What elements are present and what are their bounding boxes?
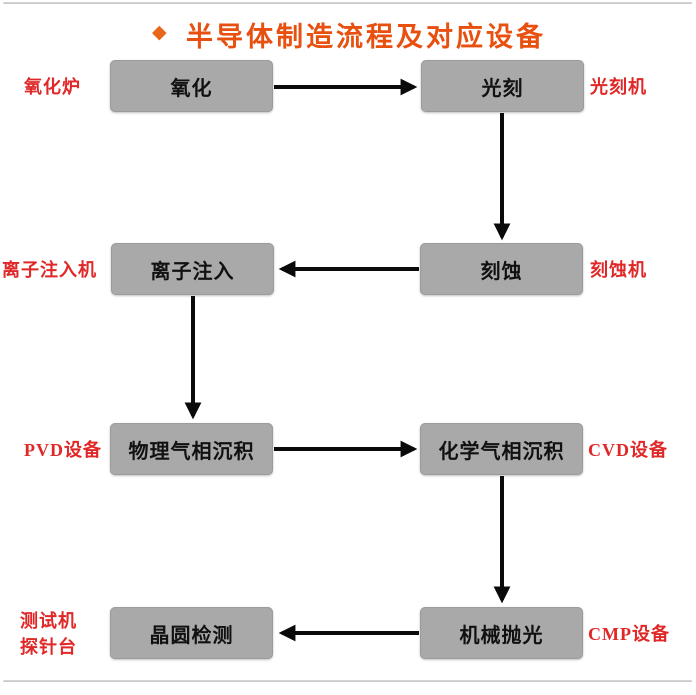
bottom-divider: [3, 680, 692, 682]
top-divider: [3, 2, 692, 4]
node-wafer-inspection: 晶圆检测: [110, 607, 273, 659]
node-oxidation: 氧化: [110, 60, 273, 112]
node-etching: 刻蚀: [420, 243, 583, 295]
node-ion-implantation: 离子注入: [111, 243, 274, 295]
node-cmp-polishing: 机械抛光: [420, 607, 583, 659]
node-pvd: 物理气相沉积: [110, 423, 273, 475]
label-cmp-equipment: CMP设备: [588, 624, 670, 644]
node-lithography: 光刻: [421, 60, 584, 112]
label-oxidation-furnace: 氧化炉: [24, 77, 81, 97]
header: ◆ 半导体制造流程及对应设备: [0, 16, 696, 52]
label-cvd-equipment: CVD设备: [588, 440, 668, 460]
label-etching-machine: 刻蚀机: [590, 260, 647, 280]
label-ion-implanter: 离子注入机: [2, 260, 97, 280]
page-title: 半导体制造流程及对应设备: [186, 21, 546, 52]
label-tester: 测试机: [20, 611, 77, 631]
label-pvd-equipment: PVD设备: [24, 440, 102, 460]
node-cvd: 化学气相沉积: [420, 423, 583, 475]
label-prober: 探针台: [20, 637, 77, 657]
diamond-bullet-icon: ◆: [152, 22, 167, 43]
label-tester-prober: 测试机 探针台: [20, 608, 77, 660]
label-lithography-machine: 光刻机: [590, 77, 647, 97]
